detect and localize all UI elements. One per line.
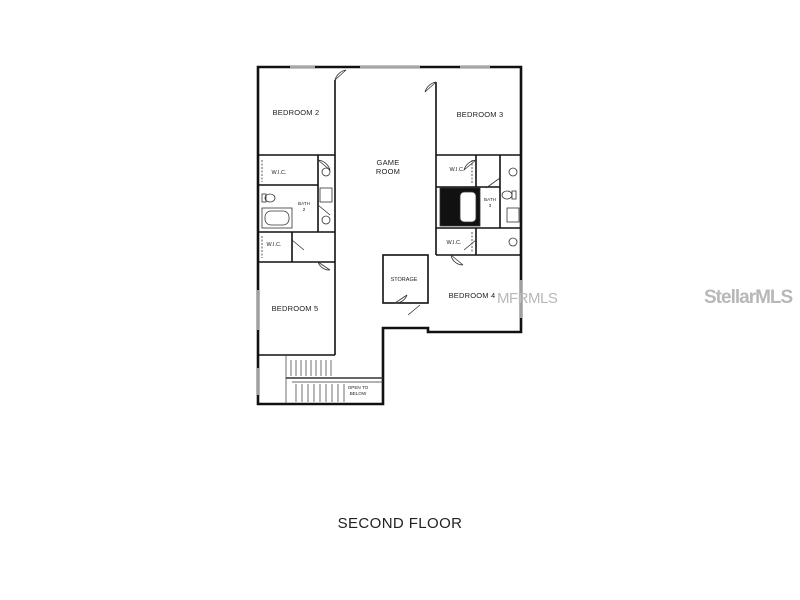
watermark-stellar-mls: StellarMLS [704, 287, 793, 308]
windows [257, 66, 522, 395]
room-labels: BEDROOM 2 BEDROOM 3 BEDROOM 4 BEDROOM 5 … [267, 108, 504, 396]
floor-caption: SECOND FLOOR [337, 515, 463, 532]
watermark-mfrmls: MFRMLS [497, 290, 558, 307]
label-game-room-2: ROOM [376, 167, 400, 176]
toilet-bath3 [501, 190, 513, 200]
fixtures [261, 160, 520, 258]
bathtub-bath2 [261, 207, 293, 229]
label-wic-bath2-bottom: W.I.C. [267, 242, 282, 248]
label-bedroom-2: BEDROOM 2 [273, 108, 320, 117]
door-swings [291, 69, 501, 316]
label-game-room-1: GAME [377, 158, 400, 167]
staircase [285, 356, 383, 404]
label-bath2-1: BATH [298, 201, 310, 206]
label-open-to-below-1: OPEN TO [348, 385, 369, 390]
label-storage: STORAGE [391, 277, 418, 283]
label-bedroom-3: BEDROOM 3 [457, 110, 504, 119]
label-bath3-2: 3 [489, 203, 492, 208]
label-open-to-below-2: BELOW [350, 391, 367, 396]
label-wic-bath3-top: W.I.C. [450, 167, 465, 173]
label-bedroom-5: BEDROOM 5 [272, 304, 319, 313]
label-bedroom-4: BEDROOM 4 [449, 291, 496, 300]
toilet-bath2 [264, 193, 276, 203]
label-bath2-2: 2 [303, 207, 306, 212]
label-bath3-1: BATH [484, 197, 496, 202]
label-wic-bath3-bottom: W.I.C. [447, 240, 462, 246]
label-wic-bath2-top: W.I.C. [272, 170, 287, 176]
interior-walls [258, 80, 521, 356]
